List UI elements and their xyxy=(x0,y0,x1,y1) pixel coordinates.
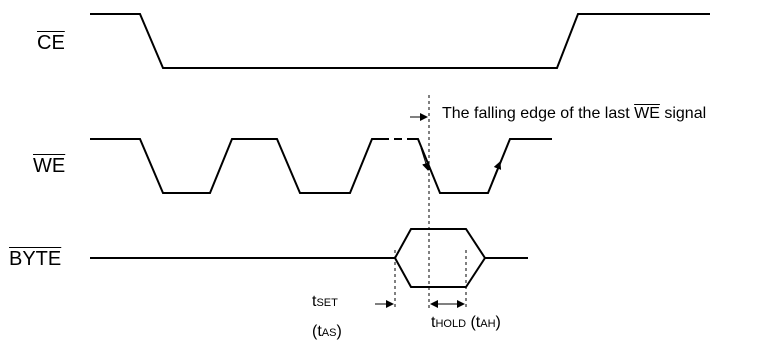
last-we-annotation: The falling edge of the last WE signal xyxy=(442,105,706,123)
tset-main: t xyxy=(312,293,317,310)
tas-close: ) xyxy=(336,323,342,340)
we-falling-edge-arrow xyxy=(420,147,430,171)
byte-waveform-lower xyxy=(394,257,528,288)
thold-label: tHOLD (tAH) xyxy=(431,314,501,332)
tah-close: ) xyxy=(495,314,501,331)
byte-label: BYTE xyxy=(9,248,62,270)
we-waveform-pulse-last xyxy=(411,138,552,194)
tas-sub: AS xyxy=(321,327,337,339)
thold-sub: HOLD xyxy=(435,318,467,330)
annotation-signal: WE xyxy=(634,105,660,122)
tah-open: (t xyxy=(470,314,481,331)
ce-waveform xyxy=(90,13,710,69)
we-label: WE xyxy=(33,155,66,177)
we-rising-edge-arrow xyxy=(491,161,502,183)
we-waveform-pulse-1 xyxy=(90,138,381,194)
tah-sub: AH xyxy=(480,318,496,330)
annotation-prefix: The falling edge of the last xyxy=(442,105,635,122)
byte-waveform-upper xyxy=(394,228,486,259)
annotation-suffix: signal xyxy=(659,105,707,122)
tset-sub: SET xyxy=(316,297,338,309)
tas-open: (t xyxy=(312,323,322,340)
tas-label: (tAS) xyxy=(312,323,342,341)
thold-main: t xyxy=(431,314,436,331)
tset-label: tSET xyxy=(312,293,338,311)
ce-label: CE xyxy=(37,32,65,54)
